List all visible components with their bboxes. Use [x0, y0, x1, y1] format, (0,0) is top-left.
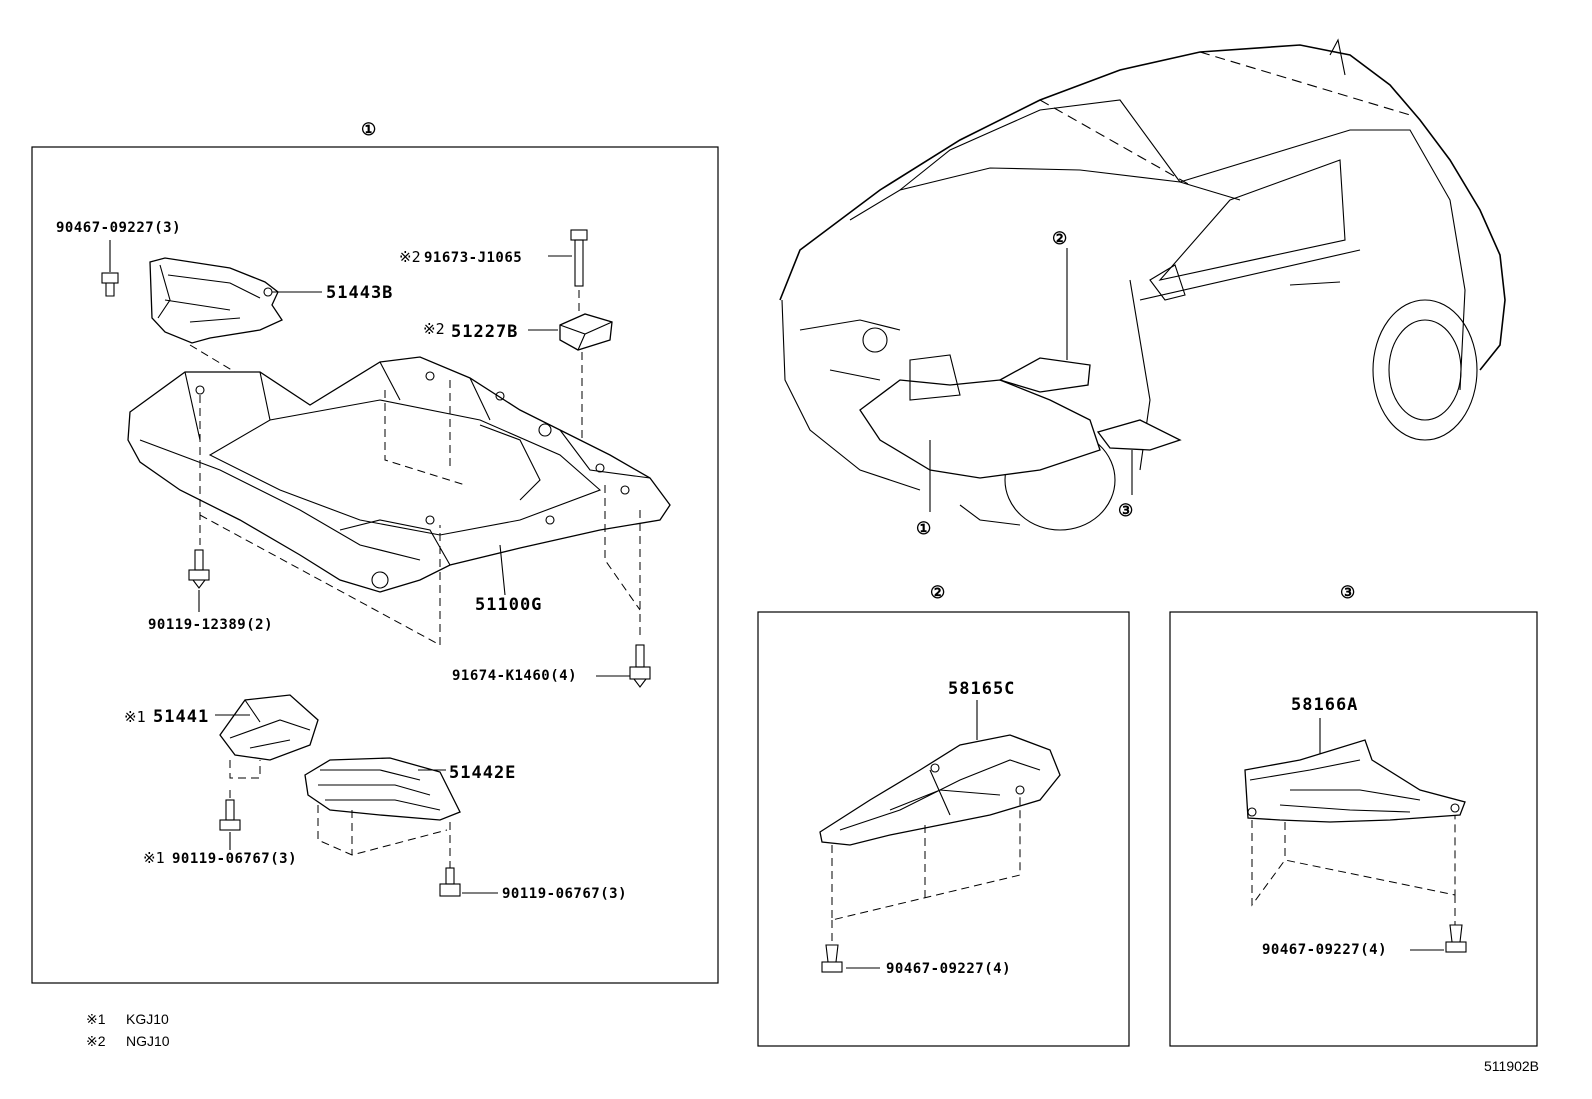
vehicle-illustration: ② ① ③	[779, 38, 1506, 539]
label-51227B: 51227B	[451, 322, 518, 342]
leader-51100G	[499, 544, 506, 596]
car-cover-3	[1096, 419, 1182, 451]
label-90467-09227-4-panel2: 90467-09227(4)	[886, 961, 1011, 977]
car-roof-outline	[779, 44, 1506, 371]
part-51441-drawing	[219, 694, 319, 761]
part-51227B-drawing	[559, 313, 613, 351]
label-91674-K1460-4: 91674-K1460(4)	[452, 668, 577, 684]
label-51442E: 51442E	[449, 763, 516, 783]
label-90467-09227-3: 90467-09227(3)	[56, 220, 181, 236]
part-51442E-drawing	[304, 757, 461, 821]
note-2-mark: ※2	[86, 1033, 106, 1049]
panel-2: ② 58165C 90467-09227(4)	[757, 583, 1130, 1047]
label-91673-J1065: 91673-J1065	[424, 250, 522, 266]
clip-90467-panel2	[821, 944, 843, 973]
panel-3-callout: ③	[1340, 583, 1356, 603]
car-side-window	[1158, 159, 1346, 281]
bolt-90467-top-left	[101, 272, 119, 297]
label-51441: 51441	[153, 707, 209, 727]
note-2-text: NGJ10	[126, 1033, 170, 1049]
panel-2-frame	[757, 611, 1130, 1047]
note-1-text: KGJ10	[126, 1011, 169, 1027]
label-90119-12389-2: 90119-12389(2)	[148, 617, 273, 633]
label-90119-06767-3-left: 90119-06767(3)	[172, 851, 297, 867]
part-51443B-drawing	[149, 257, 283, 344]
star2-mark-b: ※2	[423, 320, 445, 338]
diagram-code: 511902B	[1484, 1058, 1539, 1074]
label-90467-09227-4-panel3: 90467-09227(4)	[1262, 942, 1387, 958]
label-58165C: 58165C	[948, 679, 1015, 699]
part-58166A-drawing	[1244, 739, 1466, 823]
car-antenna	[1329, 38, 1346, 76]
label-51443B: 51443B	[326, 283, 393, 303]
panel-3: ③ 58166A 90467-09227(4)	[1169, 583, 1538, 1047]
panel-1-callout: ①	[361, 120, 377, 140]
bolt-90119-06767-left	[219, 799, 241, 831]
footnotes: ※1 KGJ10 ※2 NGJ10	[86, 1011, 170, 1049]
clip-90467-panel3	[1445, 924, 1467, 953]
car-cover-2	[998, 357, 1091, 393]
panel-2-callout: ②	[930, 583, 946, 603]
rear-wheel	[1372, 299, 1478, 441]
star2-mark-a: ※2	[399, 248, 421, 266]
bolt-91674	[629, 644, 651, 688]
note-1-mark: ※1	[86, 1011, 106, 1027]
panel-3-frame	[1169, 611, 1538, 1047]
part-58165C-drawing	[819, 734, 1061, 846]
label-58166A: 58166A	[1291, 695, 1358, 715]
bolt-90119-12389	[188, 549, 210, 589]
label-51100G: 51100G	[475, 595, 542, 615]
car-callout-1: ①	[916, 519, 932, 539]
panel-1-frame	[31, 146, 719, 984]
panel-1: ① 90467-09227(3) 51443B ※2 91673-J1065	[31, 120, 719, 984]
car-crossmember	[859, 379, 1101, 479]
bolt-91673	[570, 229, 588, 287]
bolt-90119-06767-right	[439, 867, 461, 897]
part-51100G-crossmember	[127, 356, 671, 593]
car-front-bumper	[781, 299, 921, 491]
star1-mark-b: ※1	[143, 849, 165, 867]
car-mirror	[1149, 264, 1186, 301]
car-callout-2: ②	[1052, 229, 1068, 249]
car-callout-3: ③	[1118, 501, 1134, 521]
label-90119-06767-3-right: 90119-06767(3)	[502, 886, 627, 902]
star1-mark-a: ※1	[124, 708, 146, 726]
